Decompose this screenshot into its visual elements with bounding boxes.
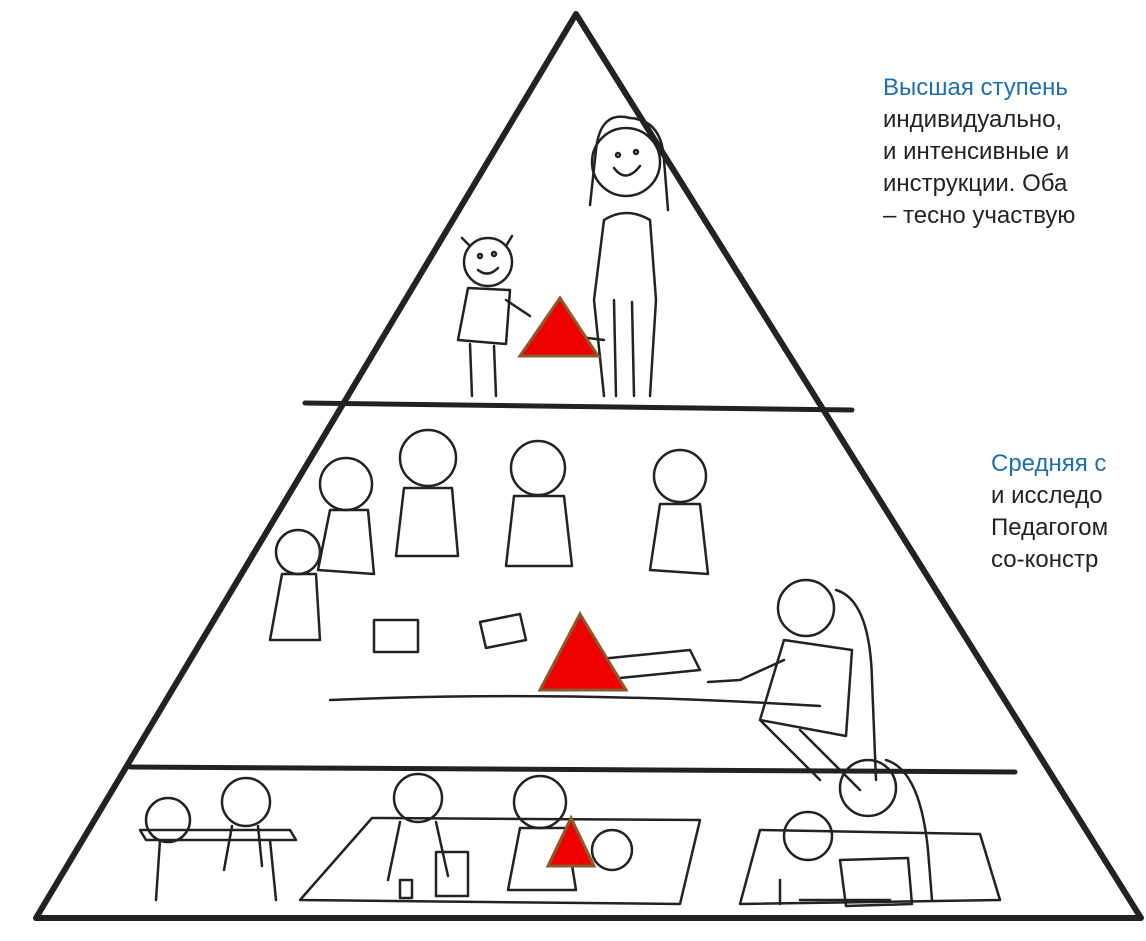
pyramid-outline [33,11,1144,921]
middle-tier-illustration [268,428,878,792]
children-at-table [138,776,298,902]
teacher-figure-middle [706,578,878,792]
caption-middle-line-3: со-констр [991,546,1099,573]
children-playing [298,772,702,906]
caption-top-tier: Высшая ступень индивидуально, и интенсив… [883,72,1075,232]
red-triangle-marker-bottom [545,814,597,868]
caption-top-line-4: – тесно участвую [883,202,1076,229]
caption-top-line-3: инструкции. Оба [883,170,1068,197]
caption-middle-line-2: Педагогом [991,514,1109,541]
teacher-figure-top [538,115,670,398]
tier-divider-lower [127,764,1018,775]
caption-middle-tier: Средняя с и исследо Педагогом со-констр [991,448,1108,576]
children-group-middle [268,428,822,708]
caption-top-line-2: и интенсивные и [883,138,1070,165]
caption-middle-heading: Средняя с [991,450,1107,477]
child-figure-top [456,234,532,398]
teacher-reading [738,758,1002,908]
red-triangle-marker-top [517,295,601,358]
top-tier-illustration [456,115,670,398]
red-triangle-marker-middle [537,610,629,692]
caption-middle-line-1: и исследо [991,482,1103,509]
caption-top-line-1: индивидуально, [883,106,1063,133]
tier-divider-upper [302,400,855,413]
bottom-tier-illustration [138,758,1002,908]
caption-top-heading: Высшая ступень [883,74,1068,101]
